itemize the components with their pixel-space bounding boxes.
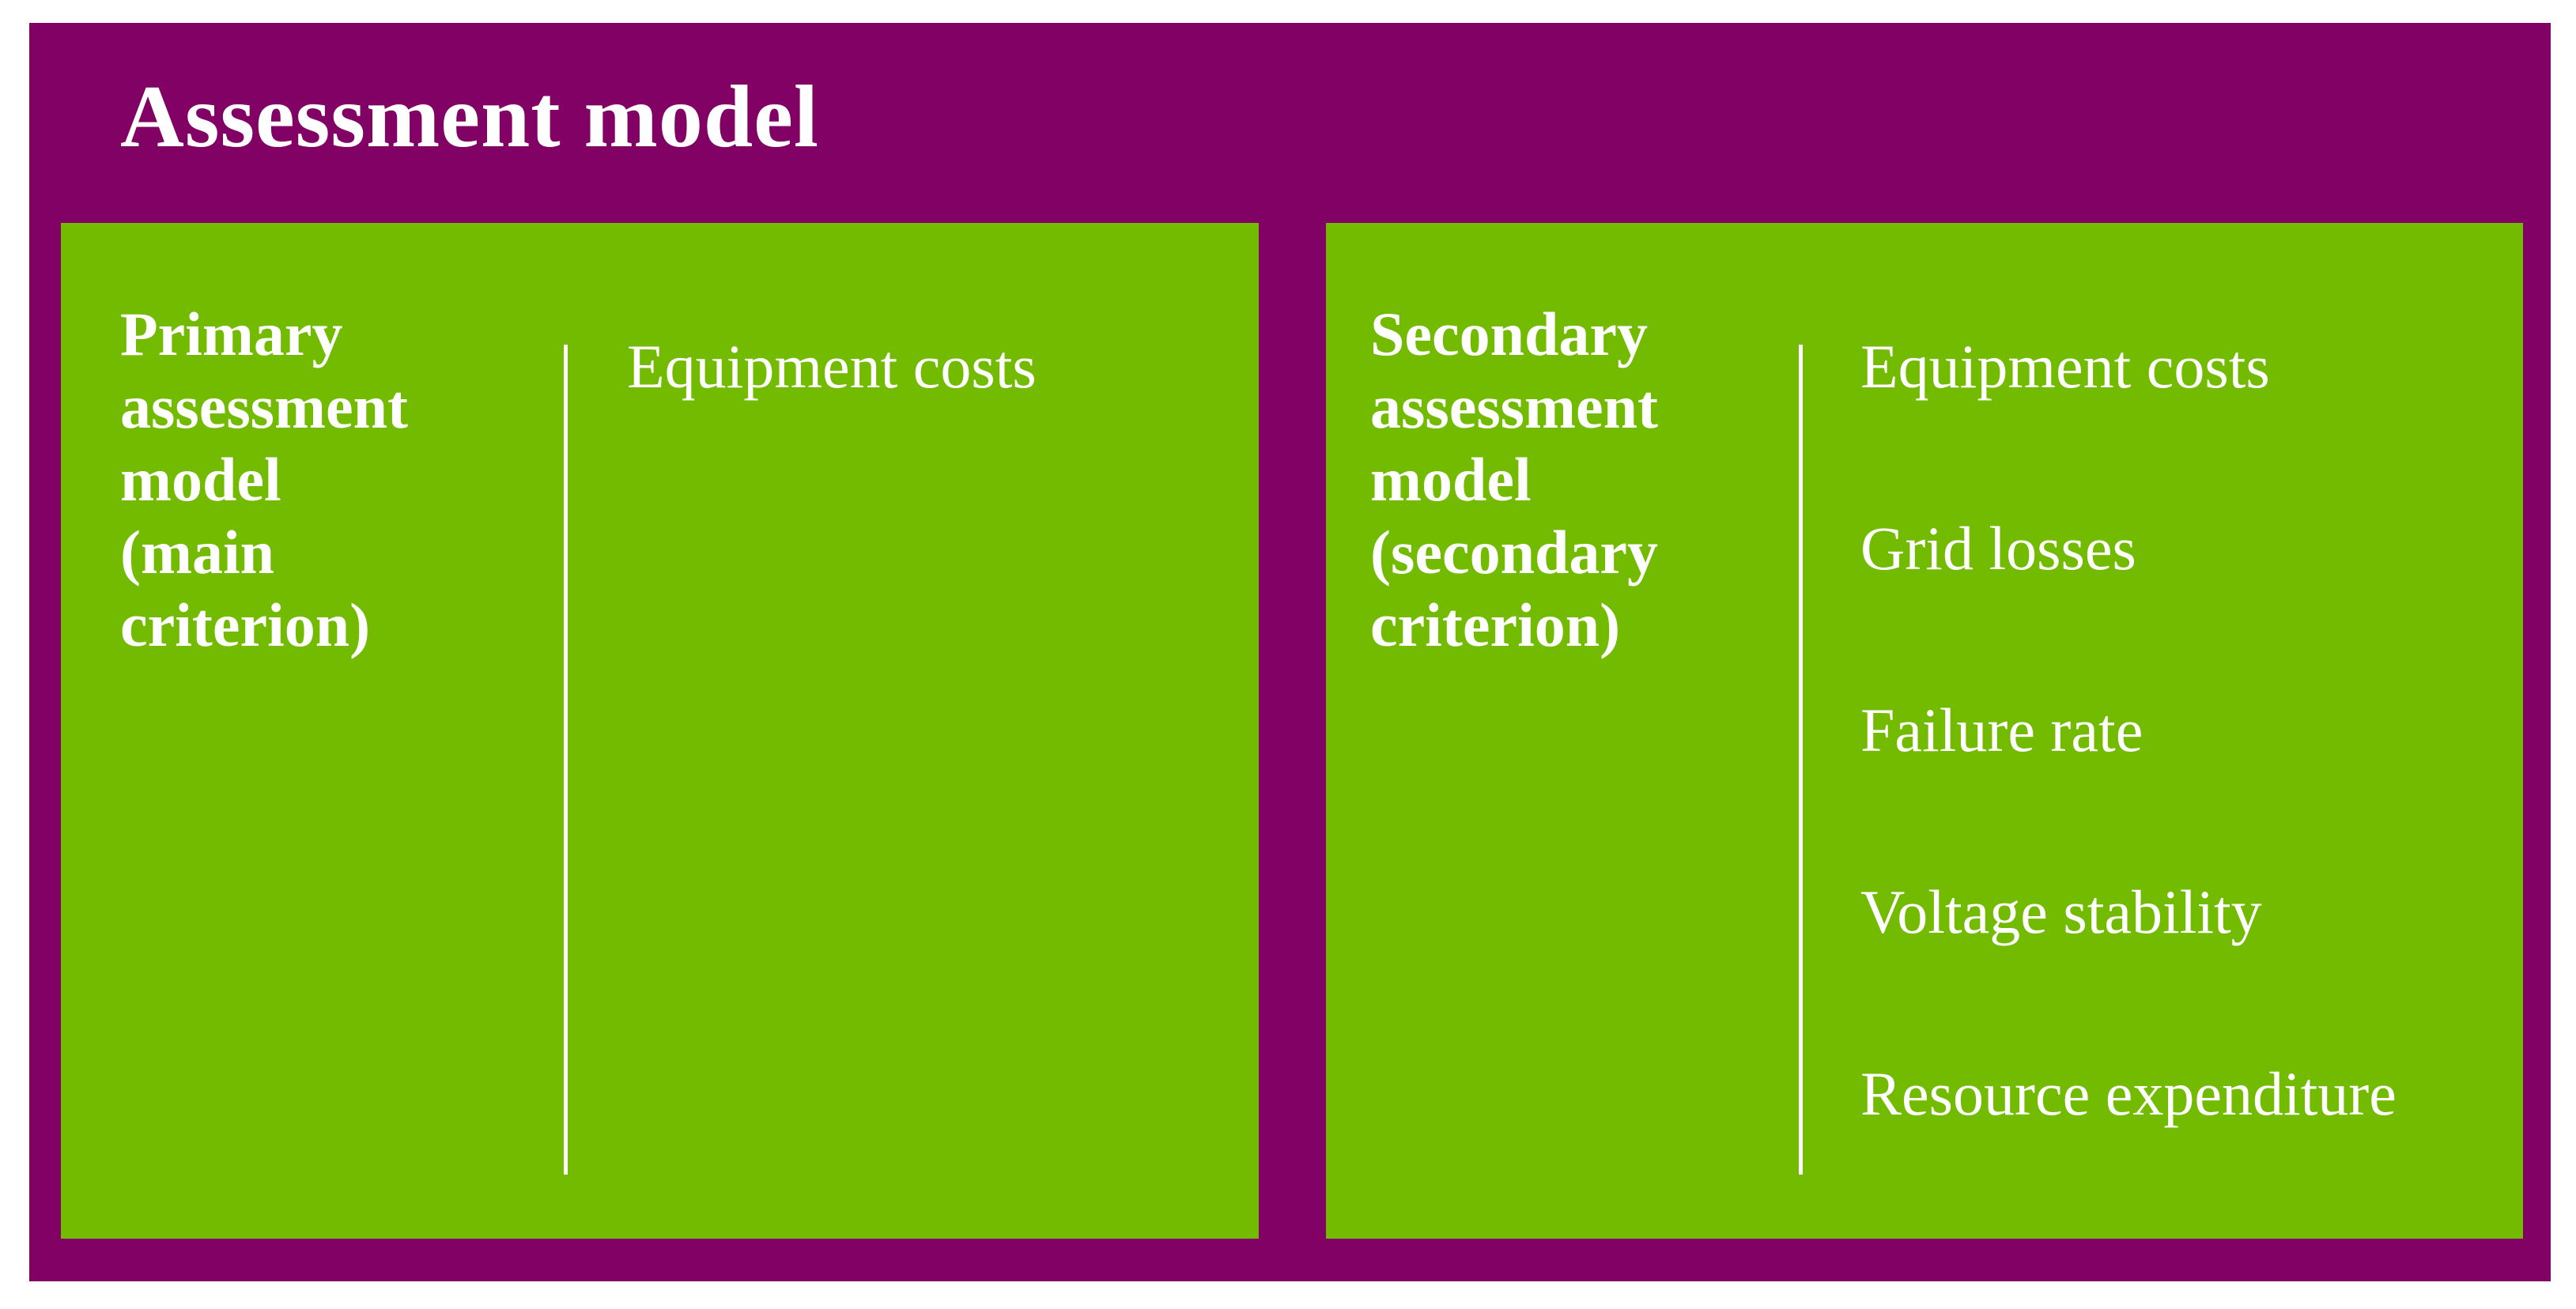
criterion-list-item: Failure rate [1860,696,2144,764]
secondary-panel-divider [1799,345,1803,1175]
criterion-list-item: Equipment costs [1860,332,2270,401]
criterion-list-item: Equipment costs [627,332,1037,401]
primary-panel-divider [564,345,568,1175]
criterion-list-item: Grid losses [1860,514,2136,583]
criterion-list-item: Voltage stability [1860,877,2262,946]
criterion-list-item: Resource expenditure [1860,1059,2397,1128]
figure-title: Assessment model [120,68,819,166]
primary-criteria-list: Equipment costs [627,330,1037,512]
